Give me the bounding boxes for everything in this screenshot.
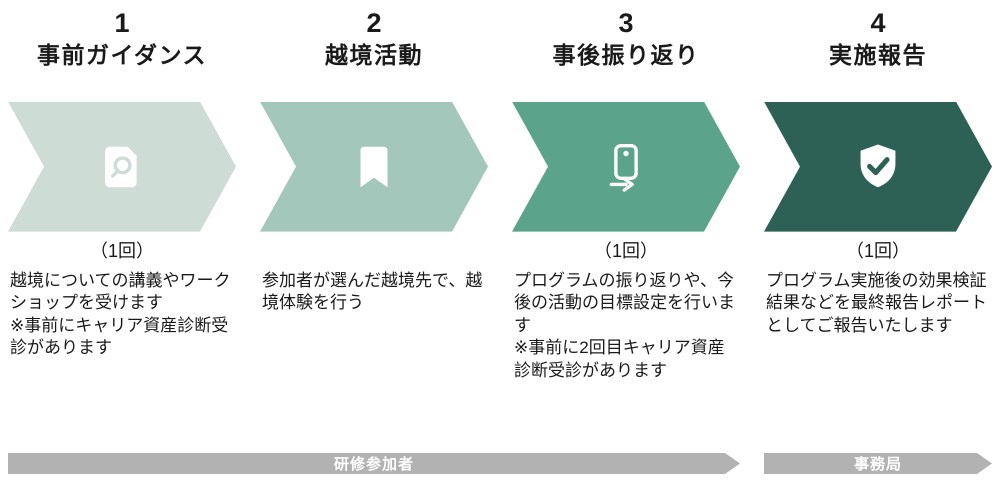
bookmark-icon [347, 140, 401, 194]
repeat-count [260, 240, 488, 267]
step-description: 越境についての講義やワークショップを受けます ※事前にキャリア資産診断受診があり… [10, 270, 231, 358]
step-column-4: 4 実施報告 （1回） プログラム実施後の効果検証結果などを最終報告レポートとし… [764, 8, 992, 383]
step-column-1: 1 事前ガイダンス （1回） 越境についての講義やワークショップを受けます ※事… [8, 8, 236, 383]
step-column-2: 2 越境活動 参加者が選んだ越境先で、越境体験を行う [260, 8, 488, 383]
step-title: 越境活動 [325, 42, 423, 69]
step-title: 事前ガイダンス [36, 42, 208, 69]
step-number: 3 [618, 8, 634, 38]
actor-lanes: 研修参加者 事務局 [8, 453, 992, 474]
repeat-count: （1回） [593, 240, 658, 261]
step-description: プログラム実施後の効果検証結果などを最終報告レポートとしてご報告いたします [766, 270, 987, 335]
shield-check-icon [851, 140, 905, 194]
step-chevron [764, 102, 992, 232]
steps-row: 1 事前ガイダンス （1回） 越境についての講義やワークショップを受けます ※事… [8, 8, 992, 383]
document-search-icon [95, 140, 149, 194]
step-number: 4 [870, 8, 886, 38]
step-number: 1 [114, 8, 130, 38]
repeat-count: （1回） [845, 240, 910, 261]
participants-arrow-label: 研修参加者 [333, 456, 414, 473]
step-title: 事後振り返り [552, 42, 700, 69]
step-description: プログラムの振り返りや、今後の活動の目標設定を行います ※事前に2回目キャリア資… [514, 270, 735, 381]
participants-arrow: 研修参加者 [8, 453, 740, 474]
device-transfer-icon [599, 140, 653, 194]
office-arrow: 事務局 [764, 453, 992, 474]
step-chevron [260, 102, 488, 232]
repeat-count: （1回） [89, 240, 154, 261]
step-title: 実施報告 [829, 42, 927, 69]
step-description: 参加者が選んだ越境先で、越境体験を行う [262, 270, 483, 313]
step-column-3: 3 事後振り返り （1回） プログラムの振り返りや、今後の活動の目標設定を行いま… [512, 8, 740, 383]
step-chevron [512, 102, 740, 232]
office-arrow-label: 事務局 [853, 456, 902, 473]
step-number: 2 [366, 8, 382, 38]
step-chevron [8, 102, 236, 232]
